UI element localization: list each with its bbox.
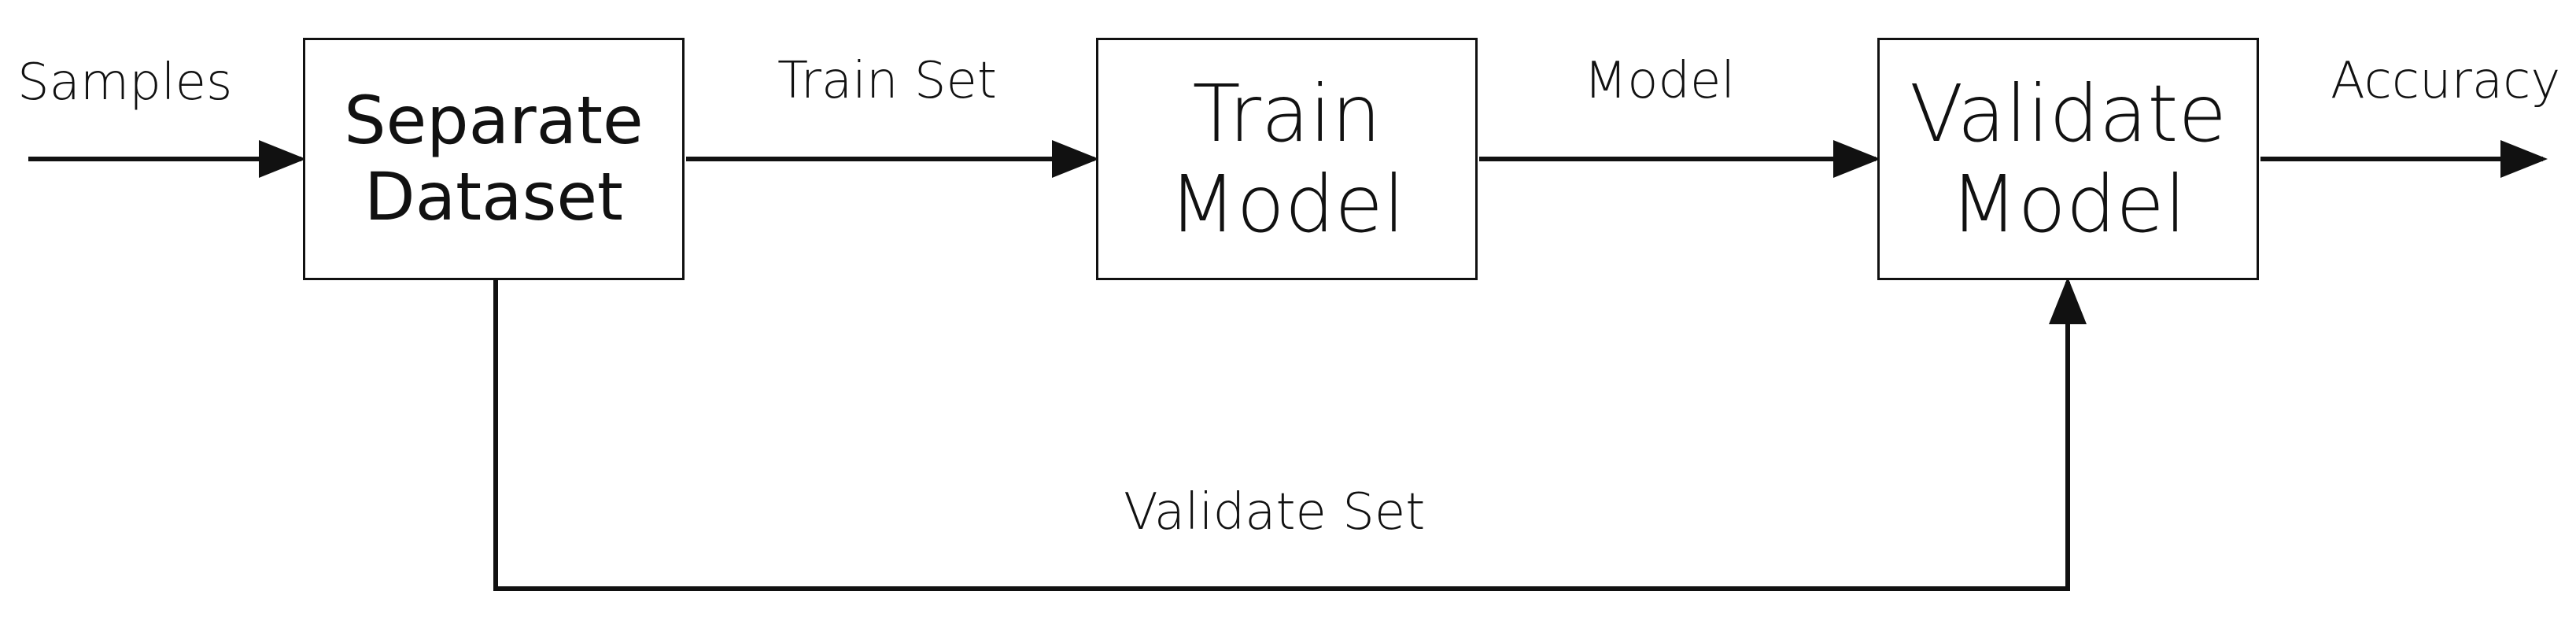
separate-dataset-line1: Separate xyxy=(344,82,644,160)
model-label: Model xyxy=(1584,52,1736,110)
train-model-line1: Train xyxy=(1192,68,1382,160)
train-set-label: Train Set xyxy=(777,52,997,110)
separate-dataset-box: Separate Dataset xyxy=(303,38,685,280)
validate-set-label: Validate Set xyxy=(1124,483,1426,541)
train-model-line2: Model xyxy=(1168,158,1405,250)
train-model-box: Train Model xyxy=(1096,38,1478,280)
validate-model-line1: Validate xyxy=(1910,68,2227,160)
samples-label: Samples xyxy=(17,54,233,112)
validate-model-box: Validate Model xyxy=(1877,38,2259,280)
validate-model-line2: Model xyxy=(1950,158,2187,250)
separate-dataset-line2: Dataset xyxy=(364,158,623,235)
accuracy-label: Accuracy xyxy=(2331,52,2561,110)
arrow-validate-set-loop xyxy=(493,277,2087,591)
